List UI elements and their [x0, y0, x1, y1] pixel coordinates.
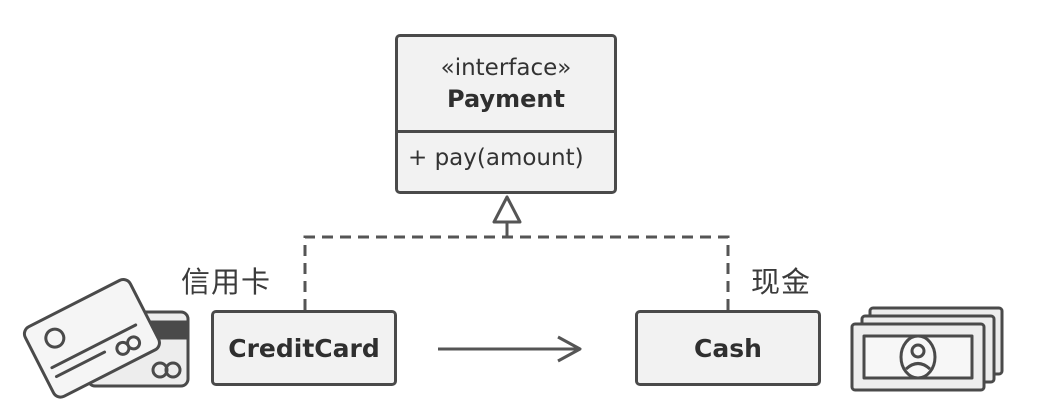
cash-label: 现金 — [751, 265, 812, 299]
payment-interface-box: «interface» Payment + pay(amount) — [395, 34, 617, 194]
creditcard-class-box: CreditCard — [211, 310, 397, 386]
realization-arrowhead — [492, 195, 522, 224]
interface-method: + pay(amount) — [408, 145, 584, 171]
interface-stereotype: «interface» — [440, 54, 572, 81]
credit-card-icon — [22, 278, 190, 399]
interface-header: «interface» Payment — [398, 37, 614, 133]
cash-class-box: Cash — [635, 310, 821, 386]
realization-connector — [303, 222, 730, 310]
credit-card-label: 信用卡 — [181, 265, 272, 299]
association-arrow — [438, 335, 582, 363]
interface-name: Payment — [447, 84, 565, 113]
cash-stack-icon — [850, 306, 1004, 392]
